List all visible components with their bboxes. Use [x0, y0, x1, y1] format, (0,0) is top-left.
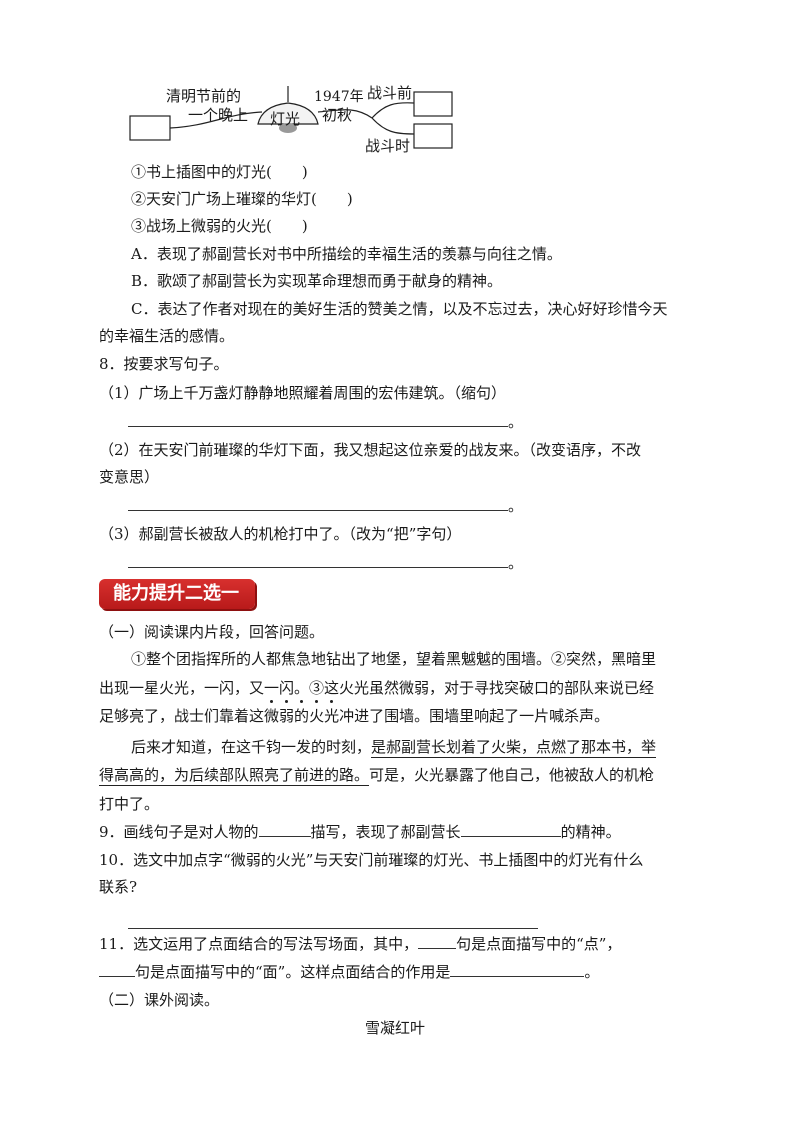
- q8-answer-line-2[interactable]: 。: [128, 497, 523, 515]
- q11-line1-pre: 11．选文运用了点面结合的写法写场面，其中，: [99, 935, 419, 953]
- reading1-p2-line1: 后来才知道，在这千钧一发的时刻，是郝副营长划着了火柴，点燃了那本书，举: [131, 738, 657, 758]
- left-answer-box[interactable]: [129, 115, 171, 141]
- q7-option-c-line1: C．表达了作者对现在的美好生活的赞美之情，以及不忘过去，决心好好珍惜今天: [131, 300, 668, 318]
- q10-line1: 10．选文中加点字“微弱的火光”与天安门前璀璨的灯光、书上插图中的灯光有什么: [99, 851, 644, 869]
- diagram-right-top: 1947年: [314, 89, 364, 105]
- reading2-heading: （二）课外阅读。: [99, 991, 220, 1009]
- reading2-title: 雪凝红叶: [365, 1019, 426, 1037]
- q9-blank-1[interactable]: [258, 835, 311, 837]
- diagram-center-label: 灯光: [270, 110, 300, 128]
- q9-blank-2[interactable]: [460, 835, 561, 837]
- dotted-char: 的: [294, 700, 310, 725]
- diagram-left-curve: [169, 111, 263, 129]
- q8-title: 8．按要求写句子。: [99, 355, 229, 373]
- underlined-sentence-part1: 是郝副营长划着了火柴，点燃了那本书，举: [371, 738, 657, 758]
- q11-line2-mid: 句是点面描写中的“面”。这样点面结合的作用是: [135, 963, 451, 981]
- q7-item-1: ①书上插图中的灯光( ): [131, 163, 308, 181]
- q8-sentence-2-line2: 变意思）: [99, 468, 160, 486]
- q8-period-1: 。: [508, 413, 524, 431]
- diagram-right-bottom: 初秋: [322, 106, 352, 124]
- diagram-left-bottom: 一个晚上: [188, 106, 248, 124]
- branch-top-answer-box[interactable]: [413, 91, 453, 117]
- q11-blank-3[interactable]: [450, 975, 585, 977]
- diagram-left-top: 清明节前的: [166, 87, 241, 105]
- reading1-p2-line2: 得高高的，为后续部队照亮了前进的路。可是，火光暴露了他自己，他被敌人的机枪: [99, 766, 655, 786]
- dotted-char: 弱: [279, 700, 295, 725]
- q7-item-3: ③战场上微弱的火光( ): [131, 217, 308, 235]
- q11-line1-post: 句是点面描写中的“点”，: [456, 935, 622, 953]
- q7-option-b: B．歌颂了郝副营长为实现革命理想而勇于献身的精神。: [131, 272, 503, 290]
- lamp-shade: [257, 102, 319, 125]
- q8-sentence-3: （3）郝副营长被敌人的机枪打中了。（改为“把”字句）: [99, 525, 462, 543]
- q8-answer-line-1[interactable]: 。: [128, 413, 523, 431]
- q11-line1: 11．选文运用了点面结合的写法写场面，其中， 句是点面描写中的“点”，: [99, 935, 621, 953]
- dotted-char: 微: [264, 700, 280, 725]
- section-banner: 能力提升二选一: [99, 579, 255, 609]
- q9-pre: 9．画线句子是对人物的: [99, 823, 259, 841]
- reading1-p1-line3: 足够亮了，战士们靠着这微弱的火光冲进了围墙。围墙里响起了一片喊杀声。: [99, 700, 610, 725]
- dotted-char: 光: [324, 700, 340, 725]
- lamp-bulb: [279, 123, 297, 133]
- q10-answer-line[interactable]: [128, 915, 538, 933]
- branch-bottom-answer-box[interactable]: [413, 123, 453, 149]
- q11-blank-1[interactable]: [418, 947, 457, 949]
- diagram-branch-bottom-label: 战斗时: [365, 137, 410, 155]
- q9-mid: 描写，表现了郝副营长: [310, 823, 461, 841]
- diagram-branch-bottom: [371, 117, 415, 135]
- reading1-p2-line3: 打中了。: [99, 795, 160, 813]
- q11-line2-end: 。: [584, 963, 600, 981]
- q7-option-c-line2: 的幸福生活的感情。: [99, 327, 235, 345]
- reading1-p2-line1-pre: 后来才知道，在这千钧一发的时刻，: [131, 738, 372, 756]
- q8-period-3: 。: [508, 554, 524, 572]
- diagram-right-curve: [317, 109, 373, 119]
- q8-sentence-1: （1）广场上千万盏灯静静地照耀着周围的宏伟建筑。（缩句）: [99, 384, 507, 402]
- underlined-sentence-part2: 得高高的，为后续部队照亮了前进的路。: [99, 766, 370, 786]
- q8-period-2: 。: [508, 497, 524, 515]
- q11-blank-2[interactable]: [99, 975, 135, 977]
- diagram-branch-top: [371, 102, 415, 119]
- diagram-branch-top-label: 战斗前: [367, 84, 412, 102]
- reading1-p1-line3-pre: 足够亮了，战士们靠着这: [99, 707, 265, 725]
- reading1-p1-line1: ①整个团指挥所的人都焦急地钻出了地堡，望着黑魆魆的围墙。②突然，黑暗里: [131, 650, 657, 668]
- dotted-char: 火: [309, 700, 325, 725]
- reading1-p2-line2-post: 可是，火光暴露了他自己，他被敌人的机枪: [369, 766, 655, 784]
- q10-line2: 联系?: [99, 878, 138, 896]
- reading1-heading: （一）阅读课内片段，回答问题。: [99, 623, 325, 641]
- q8-sentence-2-line1: （2）在天安门前璀璨的华灯下面，我又想起这位亲爱的战友来。（改变语序，不改: [99, 441, 642, 459]
- reading1-p1-line2: 出现一星火光，一闪，又一闪。③这火光虽然微弱，对于寻找突破口的部队来说已经: [99, 679, 655, 697]
- q7-option-a: A．表现了郝副营长对书中所描绘的幸福生活的羡慕与向往之情。: [131, 245, 562, 263]
- reading1-p1-line3-post: 冲进了围墙。围墙里响起了一片喊杀声。: [339, 707, 610, 725]
- story-timeline-diagram: 清明节前的 一个晚上 灯光 1947年 初秋 战斗前 战斗时: [129, 84, 453, 155]
- q11-line2: 句是点面描写中的“面”。这样点面结合的作用是 。: [99, 963, 599, 981]
- q7-item-2: ②天安门广场上璀璨的华灯( ): [131, 190, 353, 208]
- q9: 9．画线句子是对人物的 描写，表现了郝副营长 的精神。: [99, 823, 621, 841]
- q9-post: 的精神。: [560, 823, 621, 841]
- q8-answer-line-3[interactable]: 。: [128, 554, 523, 572]
